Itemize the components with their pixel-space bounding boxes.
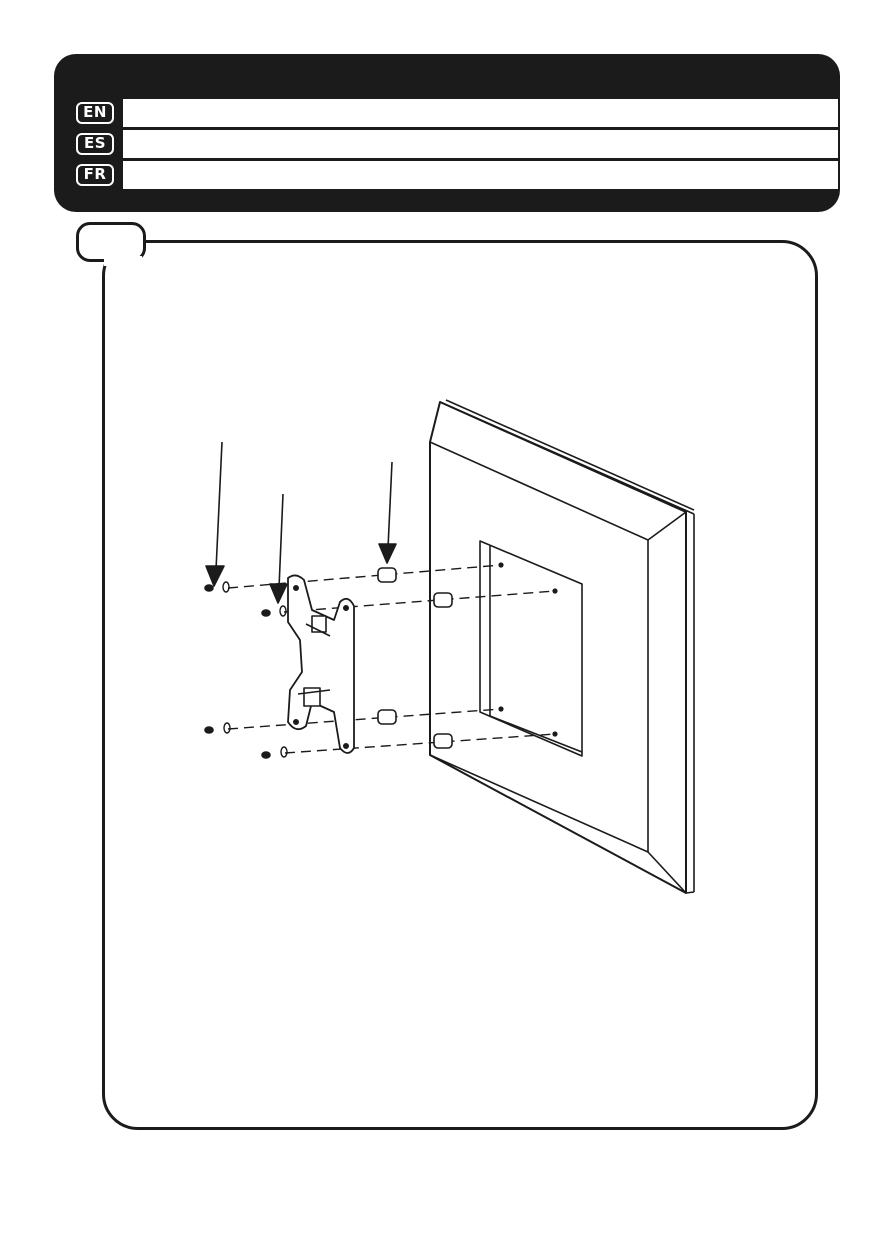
tv-edge-top	[439, 401, 695, 515]
lang-text-fr	[123, 159, 838, 189]
tv-bevel-corner-tr	[647, 511, 687, 541]
plate-bracket-bottom	[303, 687, 321, 707]
washer-1	[222, 581, 230, 593]
tv-bevel-corner-br	[647, 851, 687, 894]
tv-edge-bottom	[685, 891, 695, 894]
lang-badge-es: ES	[76, 133, 114, 155]
plate-hole-4	[342, 742, 349, 749]
tab-joint	[104, 256, 142, 266]
spacer-2	[433, 592, 453, 608]
tv-hole-4	[552, 731, 558, 737]
plate-hole-1	[292, 584, 299, 591]
callout-line-washer	[278, 493, 284, 589]
plate-bracket-bottom-bolt	[297, 689, 331, 695]
washer-3	[223, 722, 231, 734]
lang-badge-fr: FR	[76, 164, 114, 186]
plate-hole-2	[342, 604, 349, 611]
spacer-4	[433, 733, 453, 749]
callout-arrow-spacer	[378, 543, 397, 564]
guide-line-4	[284, 733, 556, 754]
tv-recess-panel	[479, 540, 583, 757]
lang-row-fr: FR	[68, 159, 838, 189]
lang-row-en: EN	[68, 97, 838, 127]
guide-line-1	[227, 564, 502, 589]
screw-2	[261, 609, 271, 617]
screw-4	[261, 751, 271, 759]
tv-recess-inner-bottom	[489, 715, 583, 753]
callout-arrow-washer	[269, 583, 288, 604]
spacer-1	[377, 567, 397, 583]
callout-line-screw	[215, 441, 223, 571]
screw-1	[204, 584, 214, 592]
screw-3	[204, 726, 214, 734]
lang-text-es	[123, 128, 838, 158]
tv-hole-2	[552, 588, 558, 594]
callout-arrow-screw	[205, 565, 225, 587]
guide-line-3	[227, 708, 502, 730]
tv-edge-top-2	[445, 399, 695, 511]
washer-2	[279, 605, 287, 617]
lang-row-es: ES	[68, 128, 838, 158]
mounting-plate	[287, 574, 355, 754]
lang-badge-en: EN	[76, 102, 114, 124]
lang-text-en	[123, 97, 838, 127]
plate-bracket-top-bolt	[305, 623, 331, 637]
washer-4	[280, 746, 288, 758]
plate-bracket-top	[311, 615, 327, 633]
spacer-3	[377, 709, 397, 725]
guide-line-2	[283, 590, 556, 613]
callout-line-spacer	[387, 461, 393, 549]
plate-hole-3	[292, 718, 299, 725]
